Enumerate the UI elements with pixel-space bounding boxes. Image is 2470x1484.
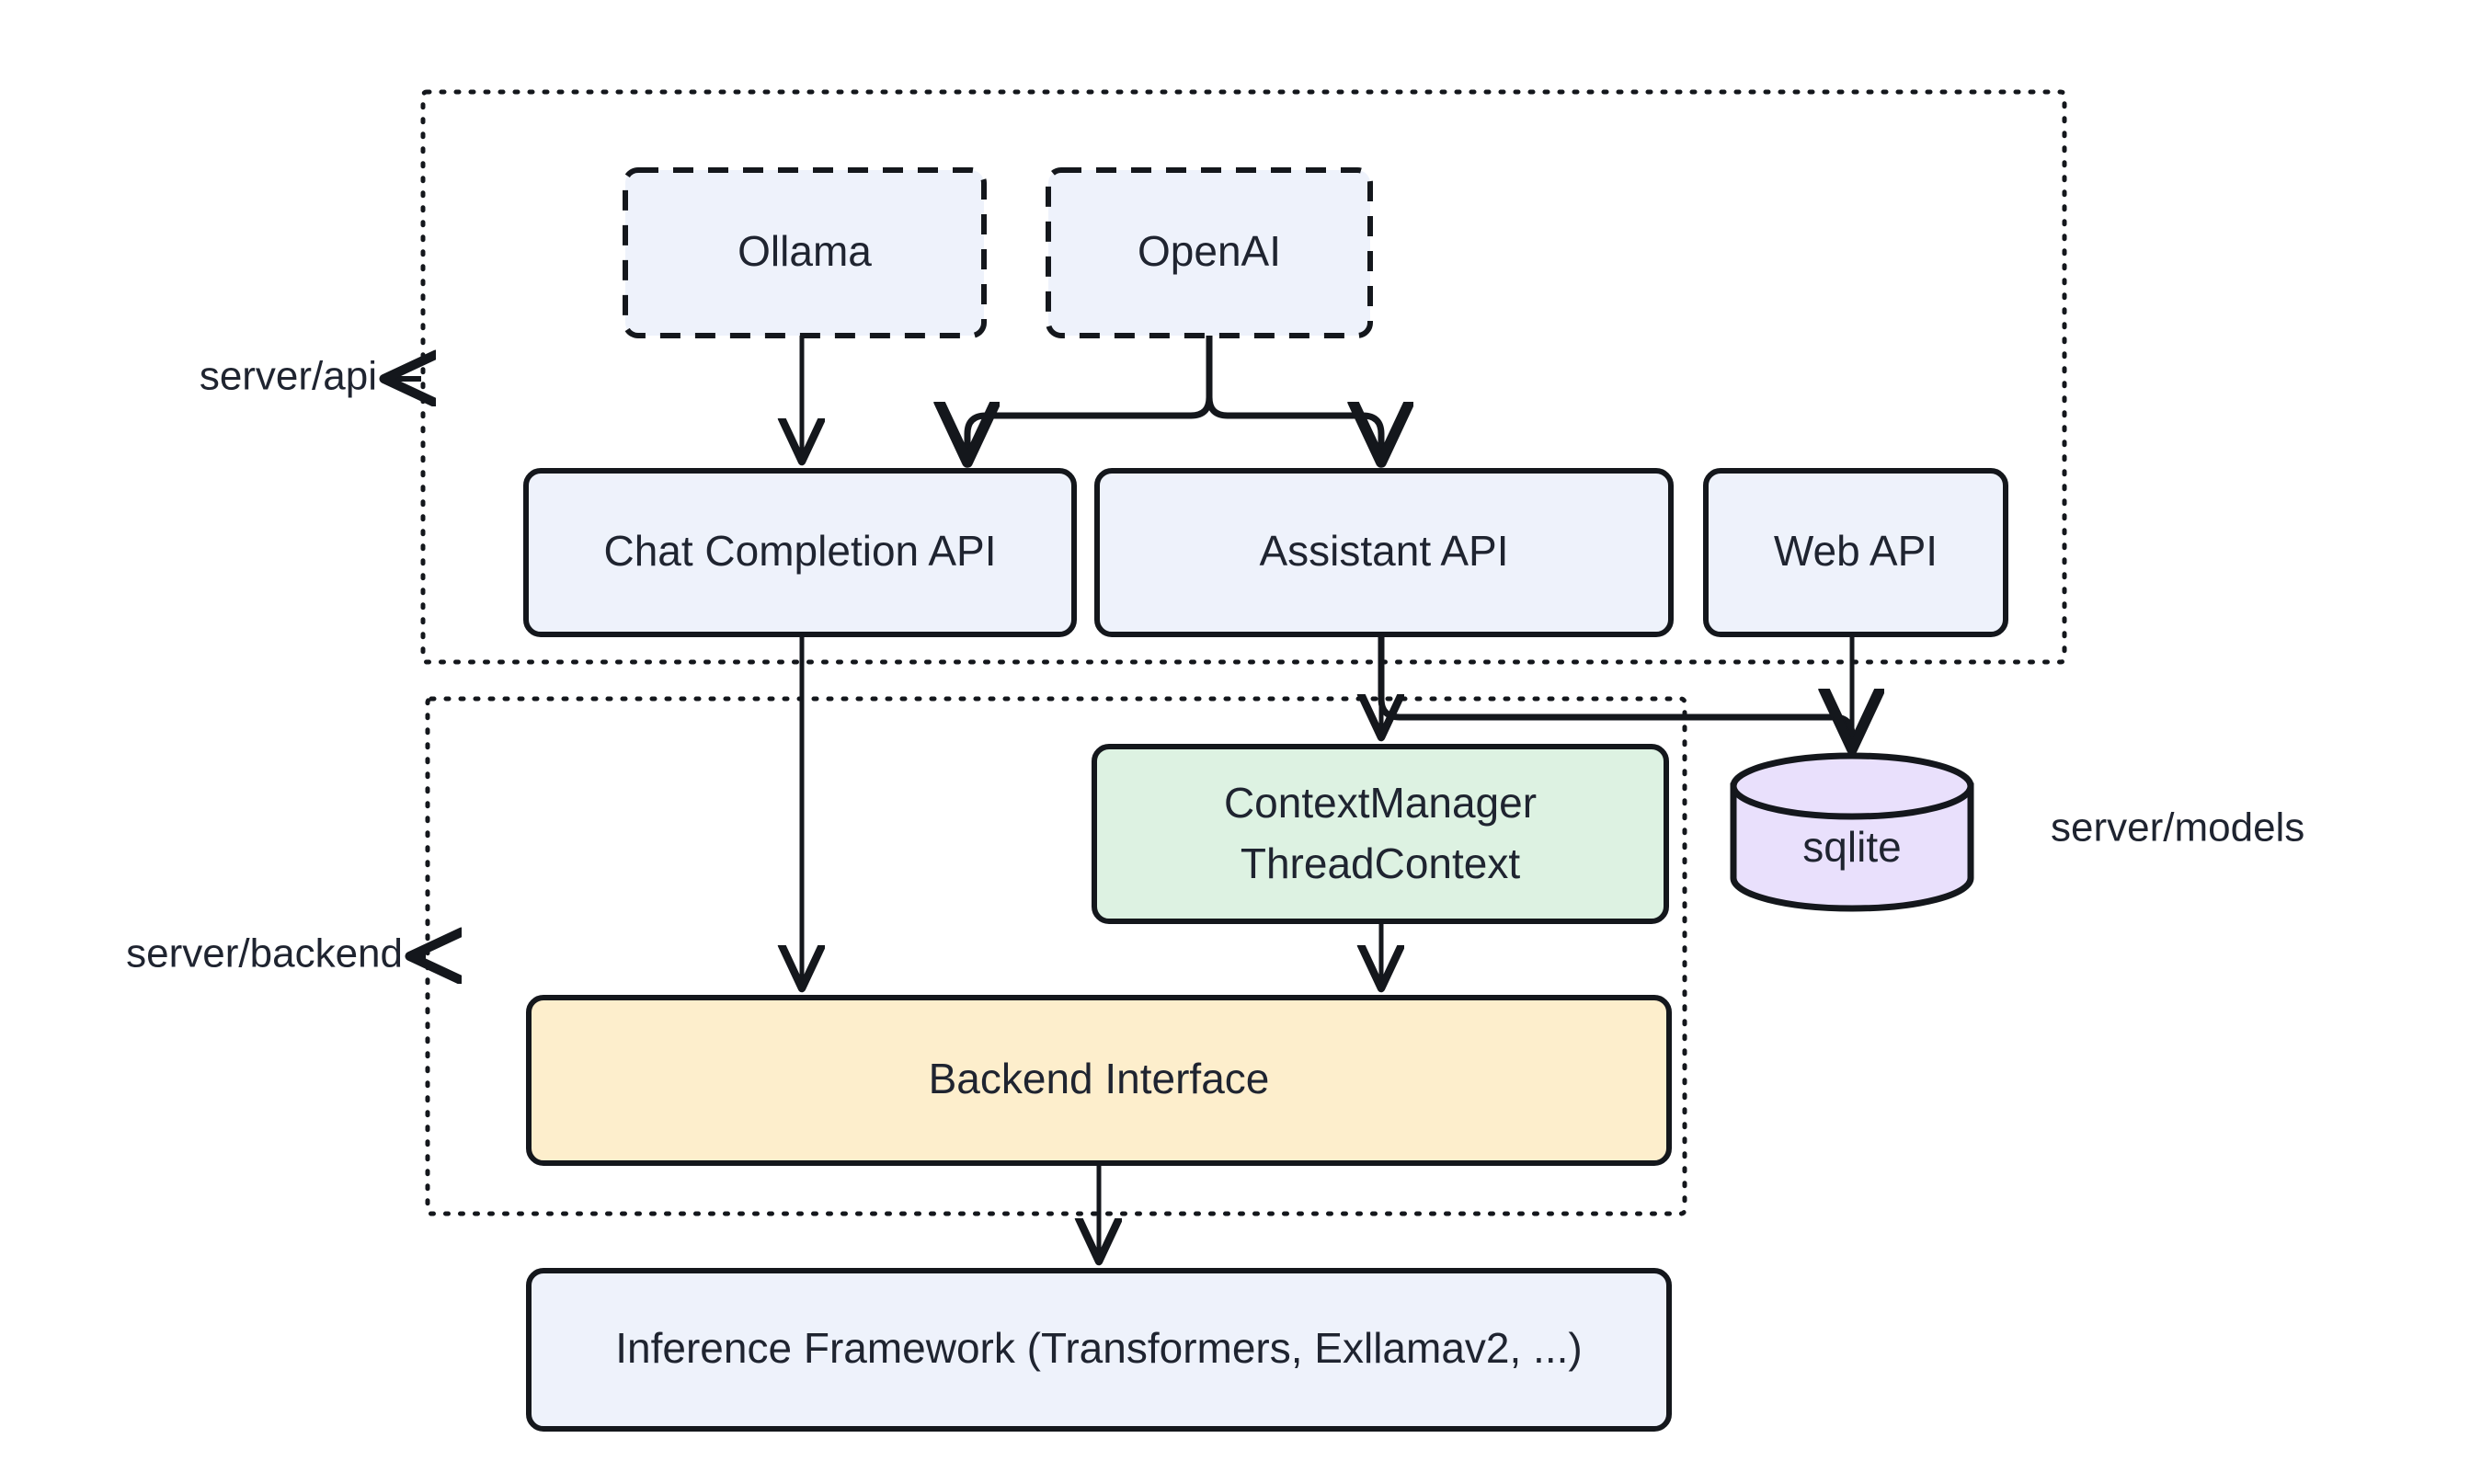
node-backend-interface-label: Backend Interface <box>929 1055 1270 1102</box>
group-label-models: server/models <box>2051 805 2304 850</box>
node-assistant-api-label: Assistant API <box>1259 527 1508 575</box>
node-context-manager[interactable]: ContextManager ThreadContext <box>1092 744 1669 924</box>
node-context-manager-label-line2: ThreadContext <box>1241 839 1520 887</box>
node-sqlite-label: sqlite <box>1802 823 1901 871</box>
edge-openai-to-chat-completion-api <box>967 336 1213 460</box>
edge-openai-to-assistant-api <box>1206 336 1381 460</box>
node-context-manager-label-line1: ContextManager <box>1224 779 1537 827</box>
group-label-api: server/api <box>200 354 421 399</box>
node-ollama[interactable]: Ollama <box>623 167 987 338</box>
sqlite-cylinder-top <box>1730 752 1974 820</box>
group-label-backend: server/backend <box>126 931 426 976</box>
edge-assistant-api-to-sqlite <box>1378 634 1852 747</box>
node-openai[interactable]: OpenAI <box>1046 167 1373 338</box>
node-inference-framework-label: Inference Framework (Transformers, Exlla… <box>615 1324 1582 1372</box>
node-chat-completion-api-label: Chat Completion API <box>603 527 996 575</box>
node-ollama-label: Ollama <box>738 227 872 275</box>
group-label-api-text: server/api <box>200 354 377 399</box>
node-openai-label: OpenAI <box>1138 227 1281 275</box>
node-chat-completion-api[interactable]: Chat Completion API <box>523 468 1077 637</box>
node-web-api-label: Web API <box>1774 527 1938 575</box>
node-sqlite[interactable]: sqlite <box>1730 752 1974 912</box>
node-inference-framework[interactable]: Inference Framework (Transformers, Exlla… <box>526 1268 1672 1432</box>
sqlite-cylinder-body <box>1730 782 1974 912</box>
group-label-models-text: server/models <box>2051 805 2304 850</box>
node-backend-interface[interactable]: Backend Interface <box>526 995 1672 1166</box>
node-web-api[interactable]: Web API <box>1703 468 2008 637</box>
node-assistant-api[interactable]: Assistant API <box>1094 468 1674 637</box>
group-label-backend-text: server/backend <box>126 931 403 976</box>
